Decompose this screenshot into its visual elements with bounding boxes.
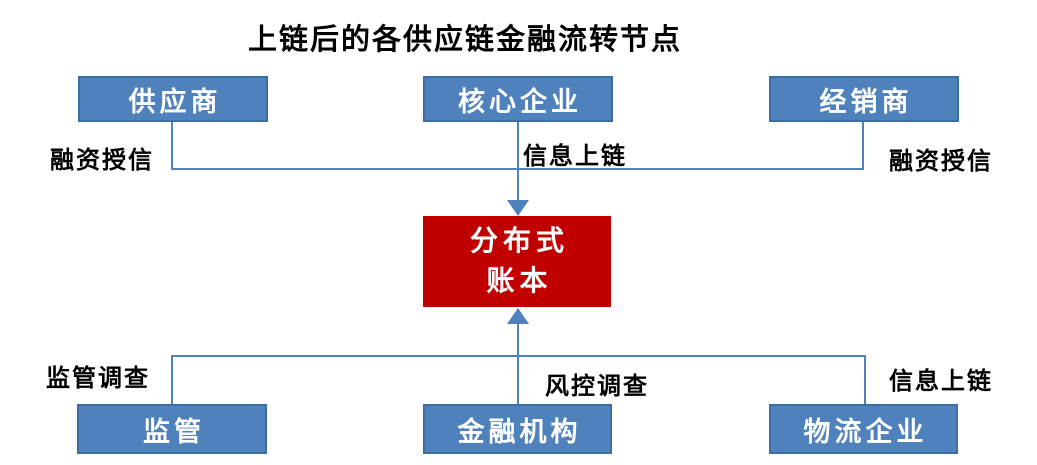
arrowhead-up-icon — [507, 308, 529, 324]
connector-core-to-ledger — [517, 122, 519, 202]
connector-regulator-up — [171, 357, 173, 404]
ledger-label-line1: 分布式 — [469, 225, 569, 257]
edge-label-info-onchain-top: 信息上链 — [523, 144, 627, 170]
node-financial-institution: 金融机构 — [423, 404, 612, 454]
edge-label-info-onchain-bottom: 信息上链 — [889, 369, 993, 395]
edge-label-financing-credit-right: 融资授信 — [889, 149, 993, 175]
ledger-label-line2: 账本 — [486, 265, 553, 297]
node-core-enterprise: 核心企业 — [423, 76, 613, 122]
arrowhead-down-icon — [507, 200, 529, 216]
node-logistics-enterprise: 物流企业 — [769, 404, 958, 454]
edge-label-risk-control-investigation: 风控调查 — [545, 374, 649, 400]
node-supplier: 供应商 — [78, 76, 268, 122]
edge-label-financing-credit-left: 融资授信 — [50, 148, 154, 174]
connector-financial-to-ledger — [517, 322, 519, 404]
diagram-title: 上链后的各供应链金融流转节点 — [247, 24, 682, 56]
node-distributed-ledger: 分布式 账本 — [423, 216, 611, 307]
node-distributor: 经销商 — [769, 76, 959, 122]
node-regulator: 监管 — [77, 404, 267, 454]
connector-distributor-down — [862, 122, 864, 170]
edge-label-regulatory-investigation: 监管调查 — [46, 366, 150, 392]
connector-logistics-up — [864, 357, 866, 404]
connector-supplier-down — [171, 122, 173, 170]
